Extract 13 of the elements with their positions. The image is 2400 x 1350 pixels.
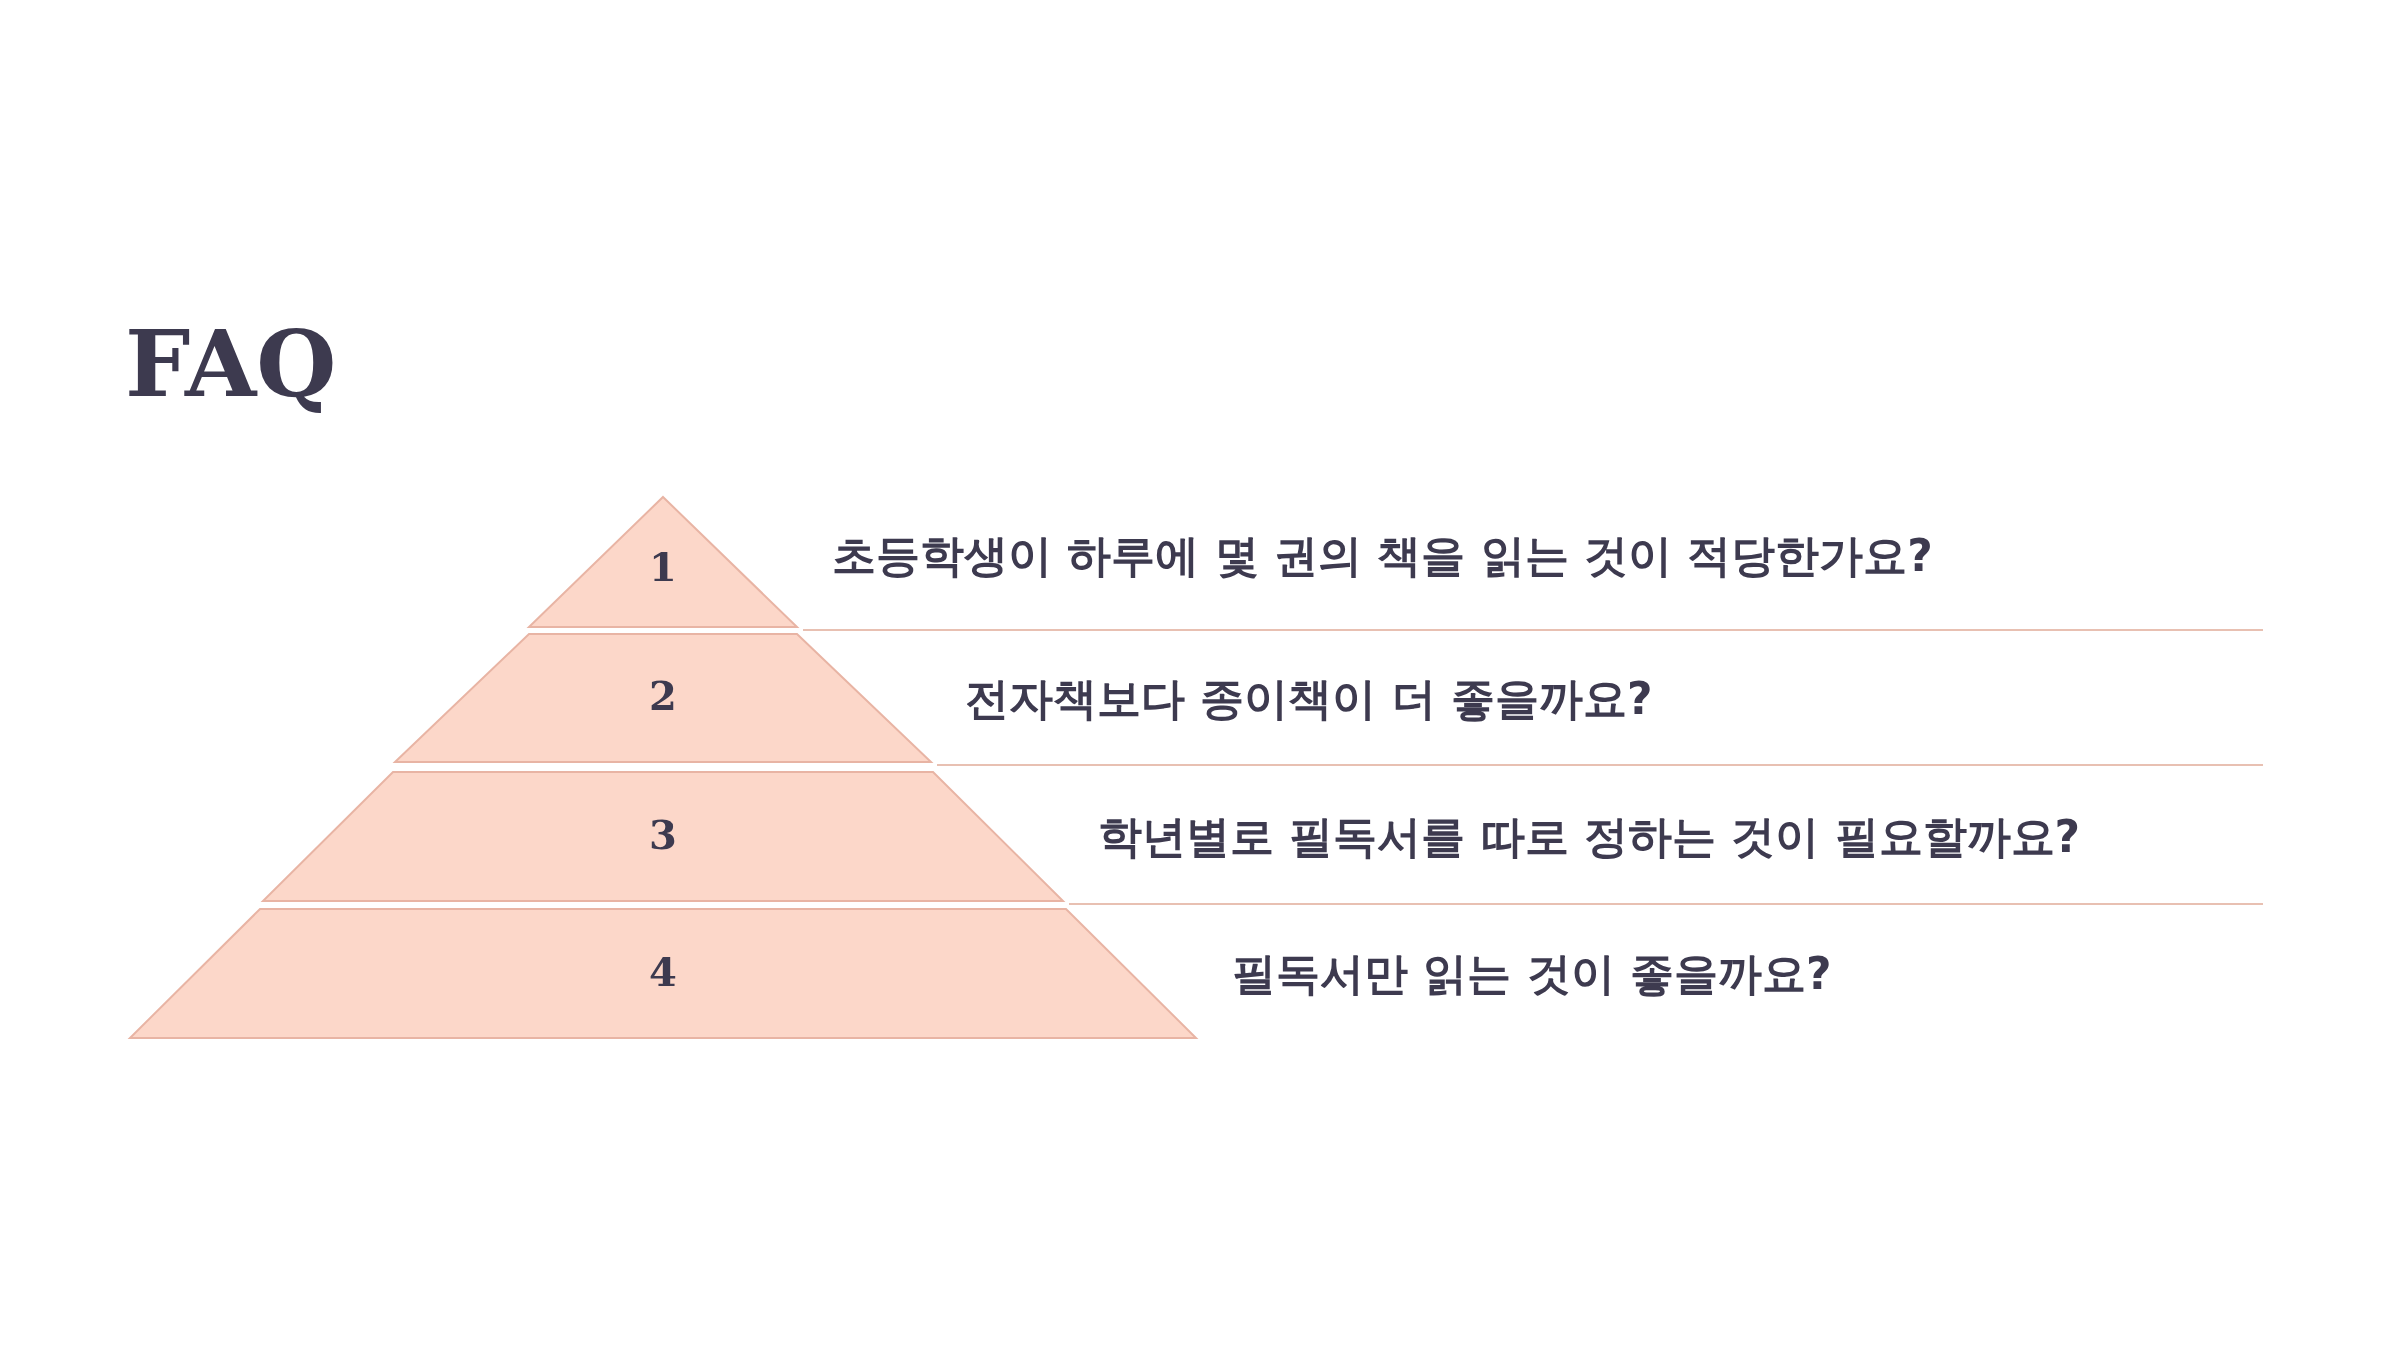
title: FAQ xyxy=(125,310,337,418)
pyramid-tier xyxy=(130,909,1196,1038)
question-text: 초등학생이 하루에 몇 권의 책을 읽는 것이 적당한가요? xyxy=(832,529,1933,583)
question-text: 전자책보다 종이책이 더 좋을까요? xyxy=(965,672,1653,726)
tier-number: 4 xyxy=(648,947,678,995)
tier-number: 1 xyxy=(648,542,678,590)
pyramid-tier xyxy=(395,634,931,762)
tier-number: 2 xyxy=(648,672,678,719)
pyramid-tier xyxy=(529,497,797,627)
tier-number: 3 xyxy=(648,810,678,858)
question-text: 학년별로 필독서를 따로 정하는 것이 필요할까요? xyxy=(1098,810,2081,864)
pyramid-tier xyxy=(263,772,1063,901)
question-text: 필독서만 읽는 것이 좋을까요? xyxy=(1232,947,1832,1001)
